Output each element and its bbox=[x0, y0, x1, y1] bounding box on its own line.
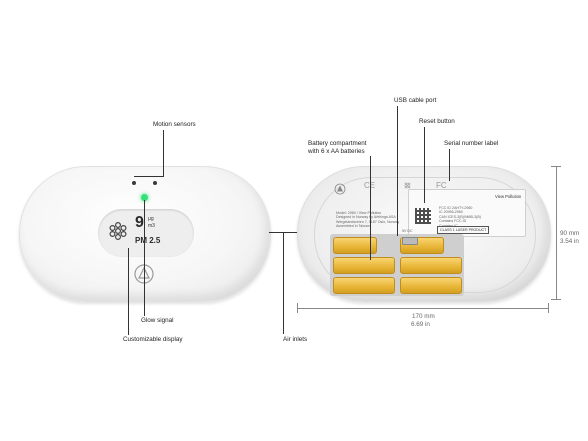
label-serial-number: Serial number label bbox=[444, 140, 499, 147]
height-dimension-tick bbox=[551, 166, 561, 167]
display-unit-top: μg bbox=[148, 216, 154, 222]
width-mm: 170 mm bbox=[412, 313, 435, 320]
motion-sensor-right bbox=[153, 181, 157, 185]
weee-bin-icon: ⊠ bbox=[404, 181, 411, 190]
qr-code-icon bbox=[415, 208, 431, 224]
ce-mark-icon: CE bbox=[364, 181, 375, 190]
back-product-name: View Pollution bbox=[495, 194, 522, 199]
display-value: 9 bbox=[135, 214, 144, 231]
display-screen: 9 μg m3 PM 2.5 bbox=[98, 209, 194, 257]
glow-led-icon bbox=[141, 194, 148, 201]
label-motion-sensors: Motion sensors bbox=[153, 121, 196, 128]
label-glow-signal: Glow signal bbox=[141, 317, 174, 324]
battery bbox=[333, 257, 395, 274]
battery bbox=[333, 277, 395, 294]
width-in: 6.69 in bbox=[411, 321, 430, 328]
label-reset-button: Reset button bbox=[419, 118, 455, 125]
width-dimension-line bbox=[297, 308, 549, 309]
label-battery-compartment-2: with 6 x AA batteries bbox=[308, 148, 365, 155]
display-pollutant: PM 2.5 bbox=[135, 236, 161, 245]
battery bbox=[333, 237, 377, 254]
label-battery-compartment-1: Battery compartment bbox=[308, 140, 367, 147]
leader-line bbox=[144, 200, 145, 316]
display-unit-bottom: m3 bbox=[148, 223, 155, 229]
label-customizable-display: Customizable display bbox=[123, 336, 183, 343]
height-mm: 90 mm bbox=[560, 230, 580, 237]
height-in: 3.54 in bbox=[560, 238, 579, 245]
battery-compartment bbox=[330, 234, 464, 296]
leader-line bbox=[397, 106, 398, 236]
leader-line bbox=[134, 176, 164, 177]
leader-line bbox=[283, 232, 284, 334]
motion-sensor-left bbox=[132, 181, 136, 185]
width-dimension-tick bbox=[548, 303, 549, 313]
leader-line bbox=[128, 248, 129, 335]
class-laser-label: CLASS 1 LASER PRODUCT bbox=[437, 226, 490, 234]
front-device: 9 μg m3 PM 2.5 bbox=[19, 166, 271, 302]
usb-port-text: 5V DC bbox=[402, 229, 413, 233]
leader-line bbox=[424, 127, 425, 203]
label-air-inlets: Air inlets bbox=[283, 336, 308, 343]
width-dimension-tick bbox=[297, 303, 298, 313]
fcc-mark-icon: FC bbox=[436, 181, 447, 190]
battery bbox=[400, 257, 462, 274]
leader-line bbox=[163, 130, 164, 176]
height-dimension-line bbox=[556, 166, 557, 300]
fan-icon bbox=[109, 221, 127, 241]
battery bbox=[400, 277, 462, 294]
usb-port[interactable] bbox=[402, 237, 418, 245]
label-usb-cable-port: USB cable port bbox=[394, 97, 437, 104]
airthings-logo-icon bbox=[334, 183, 346, 195]
leader-line bbox=[449, 149, 450, 181]
leader-line bbox=[370, 156, 371, 260]
height-dimension-tick bbox=[551, 299, 561, 300]
